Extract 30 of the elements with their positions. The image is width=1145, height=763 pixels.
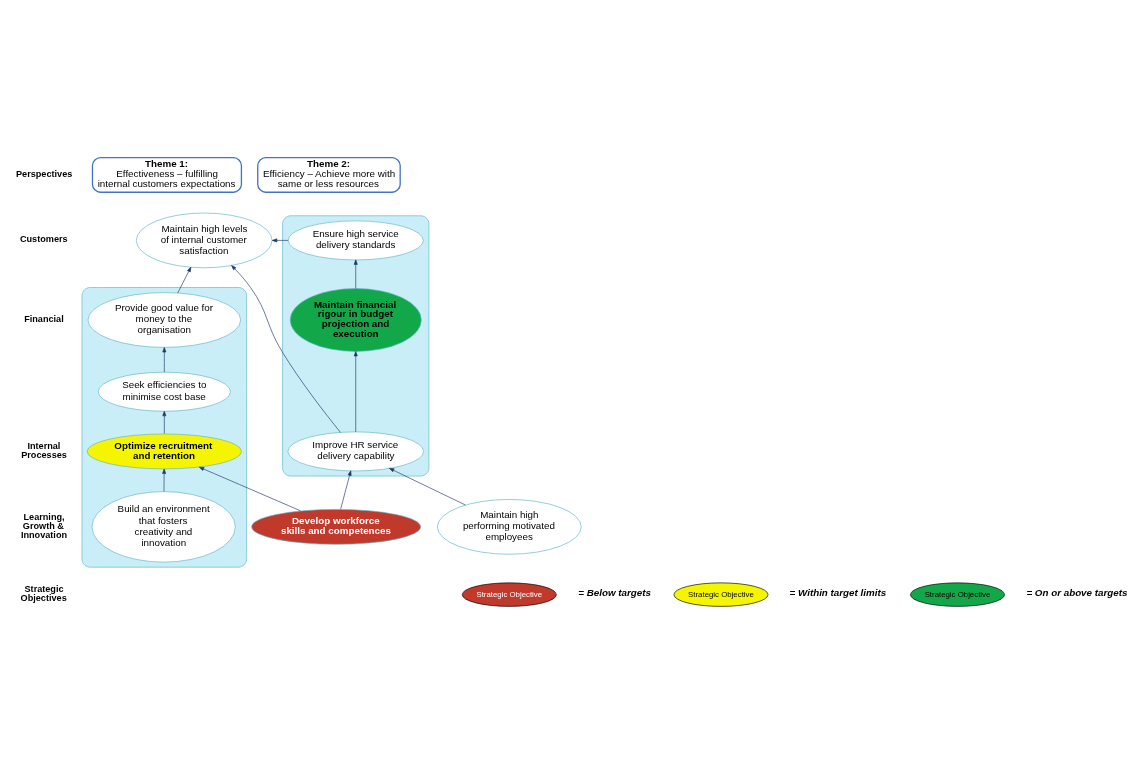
arrow bbox=[353, 350, 358, 432]
legend-label: = Within target limits bbox=[789, 586, 887, 598]
arrow bbox=[340, 470, 352, 509]
node-ellipse: Develop workforce skills and competences bbox=[251, 508, 421, 545]
node-ellipse: Seek efficiencies to minimise cost base bbox=[97, 371, 231, 412]
label: Customers bbox=[19, 233, 68, 244]
arrow bbox=[271, 238, 289, 242]
legend-label: = Below targets bbox=[578, 586, 651, 598]
label: Learning, Growth & Innovation bbox=[20, 511, 68, 540]
node-ellipse: Provide good value for money to the organisation bbox=[87, 291, 241, 348]
label: Strategic Objectives bbox=[20, 583, 67, 603]
arrow bbox=[162, 468, 167, 492]
label: Internal Processes bbox=[21, 440, 67, 460]
node-ellipse: Build an environment that fosters creativity and innovation bbox=[91, 490, 236, 562]
node-ellipse: Maintain financial rigour in budget projection and execution bbox=[289, 287, 422, 352]
label: Financial bbox=[24, 313, 64, 324]
node-box: Theme 2: Efficiency – Achieve more with same or less resources bbox=[257, 156, 401, 193]
cluster bbox=[81, 286, 247, 567]
arrow bbox=[162, 410, 167, 434]
node-ellipse: Maintain high performing motivated employees bbox=[437, 498, 582, 555]
arrow bbox=[162, 346, 167, 372]
arrow bbox=[389, 467, 466, 505]
arrow bbox=[353, 259, 358, 289]
legend-label: = On or above targets bbox=[1026, 586, 1128, 598]
node-box: Theme 1: Effectiveness – fulfilling internal customers expectations bbox=[91, 156, 243, 193]
node-ellipse: Ensure high service delivery standards bbox=[287, 220, 424, 260]
arrow bbox=[198, 466, 301, 511]
arrow bbox=[231, 264, 341, 433]
label: Perspectives bbox=[16, 168, 73, 179]
arrow bbox=[177, 266, 192, 293]
